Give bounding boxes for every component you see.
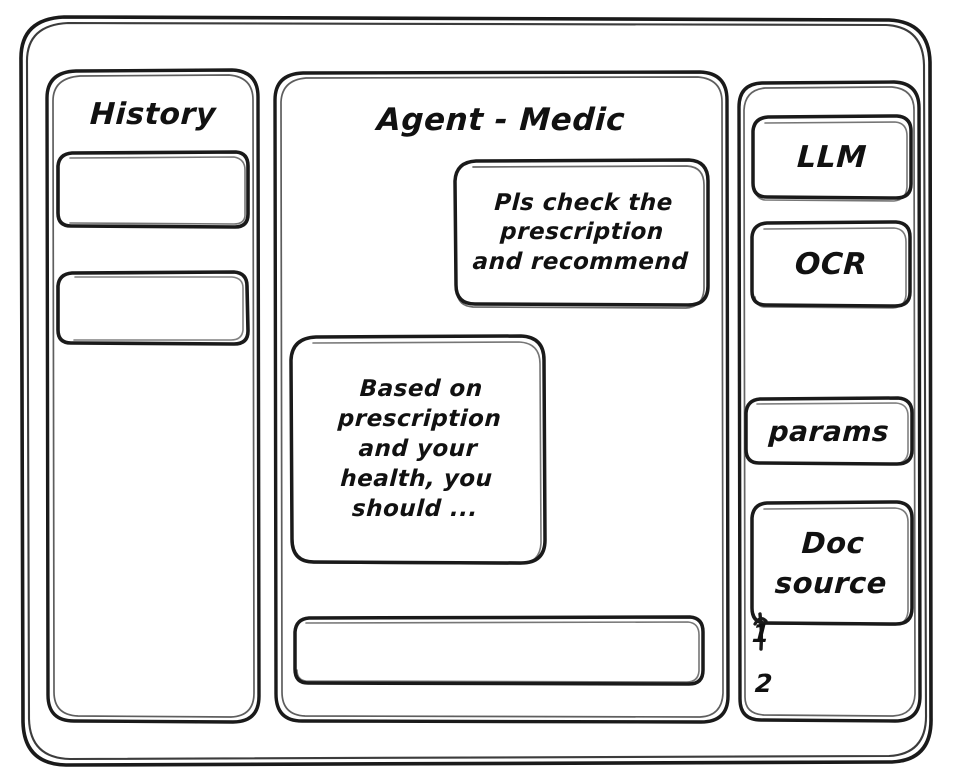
doc-source-line: Doc bbox=[800, 525, 866, 560]
message-line: health, you bbox=[339, 465, 494, 492]
history-list-item[interactable] bbox=[56, 272, 250, 344]
agent-panel-title: Agent - Medic bbox=[375, 102, 627, 138]
doc-source-line: source bbox=[774, 566, 888, 600]
tool-button-llm-label: LLM bbox=[796, 139, 868, 175]
tool-button-ocr-label: OCR bbox=[794, 246, 868, 282]
message-line: prescription bbox=[499, 219, 665, 246]
message-line: prescription bbox=[337, 406, 503, 433]
message-line: should ... bbox=[351, 495, 479, 522]
doc-source-label: Doc source bbox=[749, 502, 915, 624]
message-line: and recommend bbox=[472, 248, 689, 275]
doc-source-entry[interactable]: 2 bbox=[754, 668, 774, 698]
message-line: Based on bbox=[359, 376, 484, 403]
assistant-message-text: Based on prescription and your health, y… bbox=[292, 342, 543, 558]
history-list-item[interactable] bbox=[56, 152, 250, 227]
tool-button-params-label: params bbox=[767, 414, 891, 448]
user-message-text: Pls check the prescription and recommend bbox=[458, 166, 705, 300]
doc-source-entry[interactable]: 1 bbox=[751, 618, 771, 648]
message-composer-input[interactable] bbox=[293, 617, 705, 685]
message-line: and your bbox=[357, 436, 479, 463]
history-panel-title: History bbox=[89, 96, 217, 132]
message-line: Pls check the bbox=[493, 189, 674, 216]
